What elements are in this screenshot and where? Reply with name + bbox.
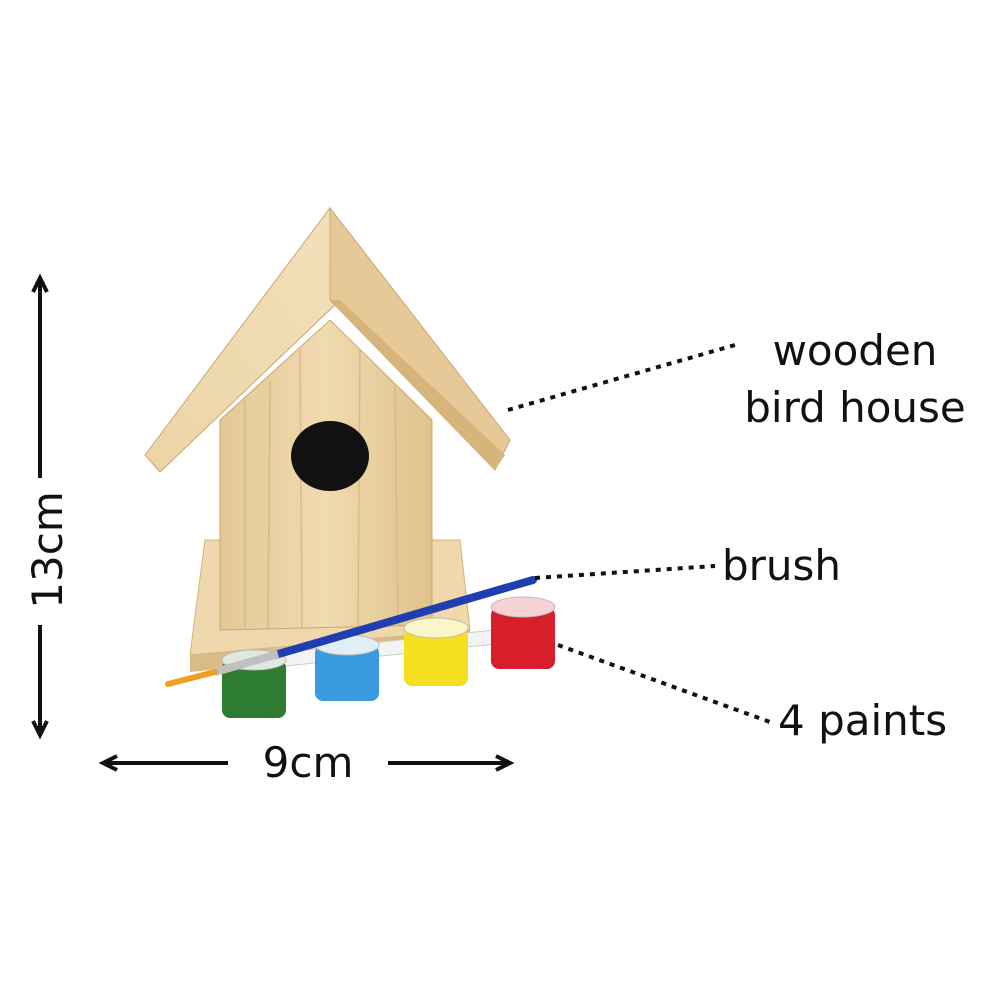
paint-pot-yellow: [403, 617, 469, 686]
leader-birdhouse: [507, 343, 736, 412]
paint-brush: [165, 576, 537, 687]
height-dimension-arrow: [31, 273, 49, 740]
paint-pot-blue: [314, 634, 380, 701]
paint-pot-red: [490, 596, 556, 669]
leader-brush: [534, 564, 716, 580]
width-dimension-arrow: [98, 754, 515, 772]
width-label: 9cm: [263, 738, 354, 787]
height-label: 13cm: [23, 491, 72, 608]
label-brush: brush: [722, 541, 841, 590]
birdhouse-roof: [144, 206, 511, 473]
label-birdhouse-line1: wooden: [773, 326, 938, 375]
label-paints: 4 paints: [778, 696, 947, 745]
label-birdhouse-line2: bird house: [744, 383, 966, 432]
leader-lines: [507, 343, 771, 724]
birdhouse-body: [219, 319, 433, 631]
leader-paints: [557, 643, 771, 724]
entrance-hole: [291, 421, 369, 491]
